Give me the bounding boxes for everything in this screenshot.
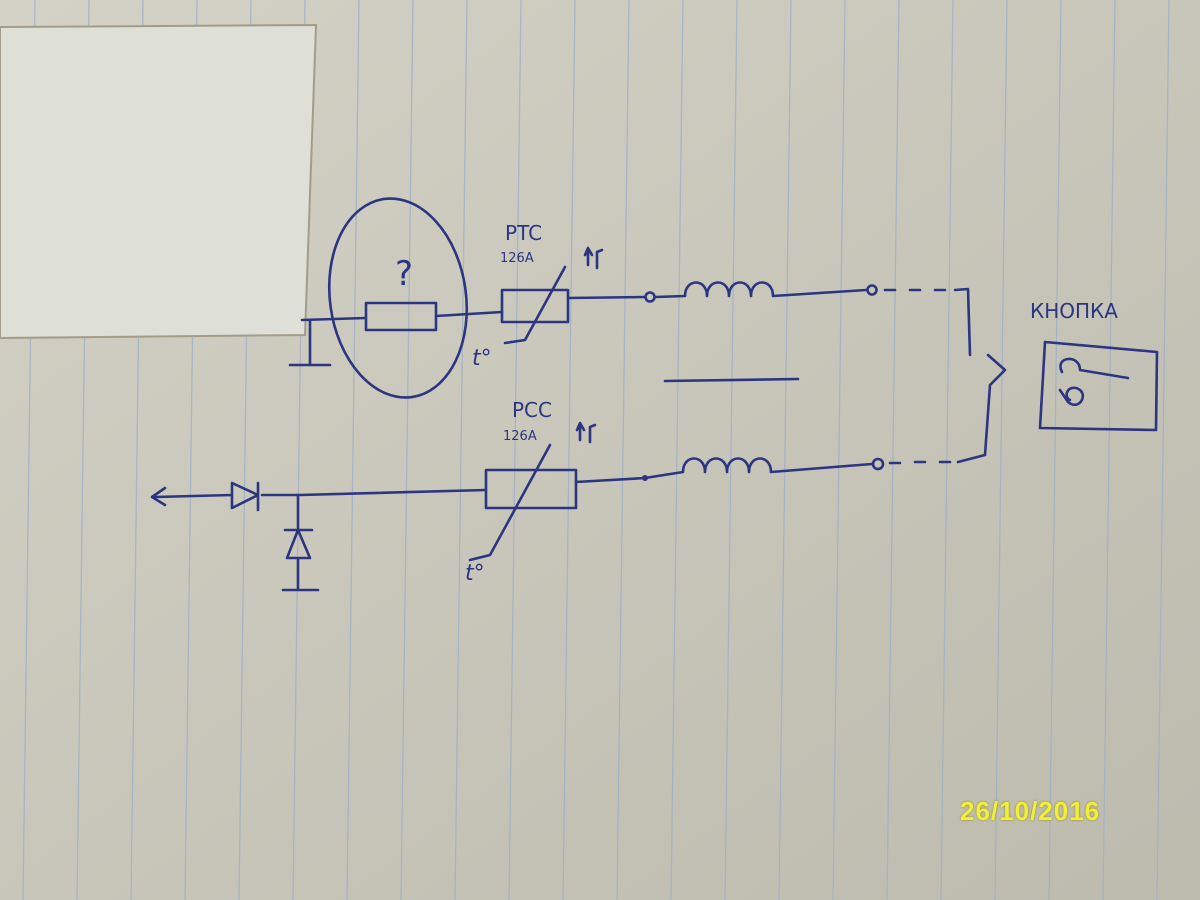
button-sketch: [1058, 357, 1130, 406]
ptc-temp-label: t°: [472, 346, 492, 371]
top-to-button: [883, 287, 1007, 457]
ruled-line: [994, 0, 1008, 900]
separator-line: [663, 377, 800, 383]
ptc-temp-slash: [503, 265, 567, 345]
highlight-circle: [327, 197, 469, 399]
bottom-coil: [643, 457, 874, 480]
photo-date-stamp: 26/10/2016: [960, 796, 1101, 826]
ruled-line: [400, 0, 414, 900]
ruled-line: [508, 0, 522, 900]
pcc-temp-slash: [468, 443, 552, 562]
top-wiring: [288, 310, 504, 367]
output-diode: [150, 481, 488, 512]
button-label: КНОПКА: [1030, 299, 1118, 323]
ruled-line: [346, 0, 360, 900]
ruled-line: [616, 0, 630, 900]
button-box: [1038, 340, 1159, 432]
ruled-line: [940, 0, 954, 900]
ruled-line: [886, 0, 900, 900]
ground-diode: [281, 493, 320, 592]
ptc-name: PTC: [505, 221, 542, 245]
ruled-line: [562, 0, 576, 900]
ruled-line: [832, 0, 846, 900]
bottom-to-button: [888, 453, 987, 465]
pcc-temp-label: t°: [465, 561, 485, 586]
ruled-line: [1102, 0, 1116, 900]
ptc-rating: 126A: [500, 251, 534, 266]
ruled-line: [454, 0, 468, 900]
pcc-name: PCC: [512, 398, 552, 422]
ruled-line: [778, 0, 792, 900]
pcc-arrows: [575, 421, 597, 444]
ruled-line: [1048, 0, 1062, 900]
ruled-line: [670, 0, 684, 900]
unknown-component-label: ?: [395, 254, 413, 294]
covering-paper: [0, 23, 318, 340]
top-coil: [653, 281, 868, 299]
ruled-line: [1156, 0, 1170, 900]
ruled-line: [724, 0, 738, 900]
pcc-rating: 126A: [503, 429, 537, 444]
ptc-arrows: [583, 246, 604, 270]
